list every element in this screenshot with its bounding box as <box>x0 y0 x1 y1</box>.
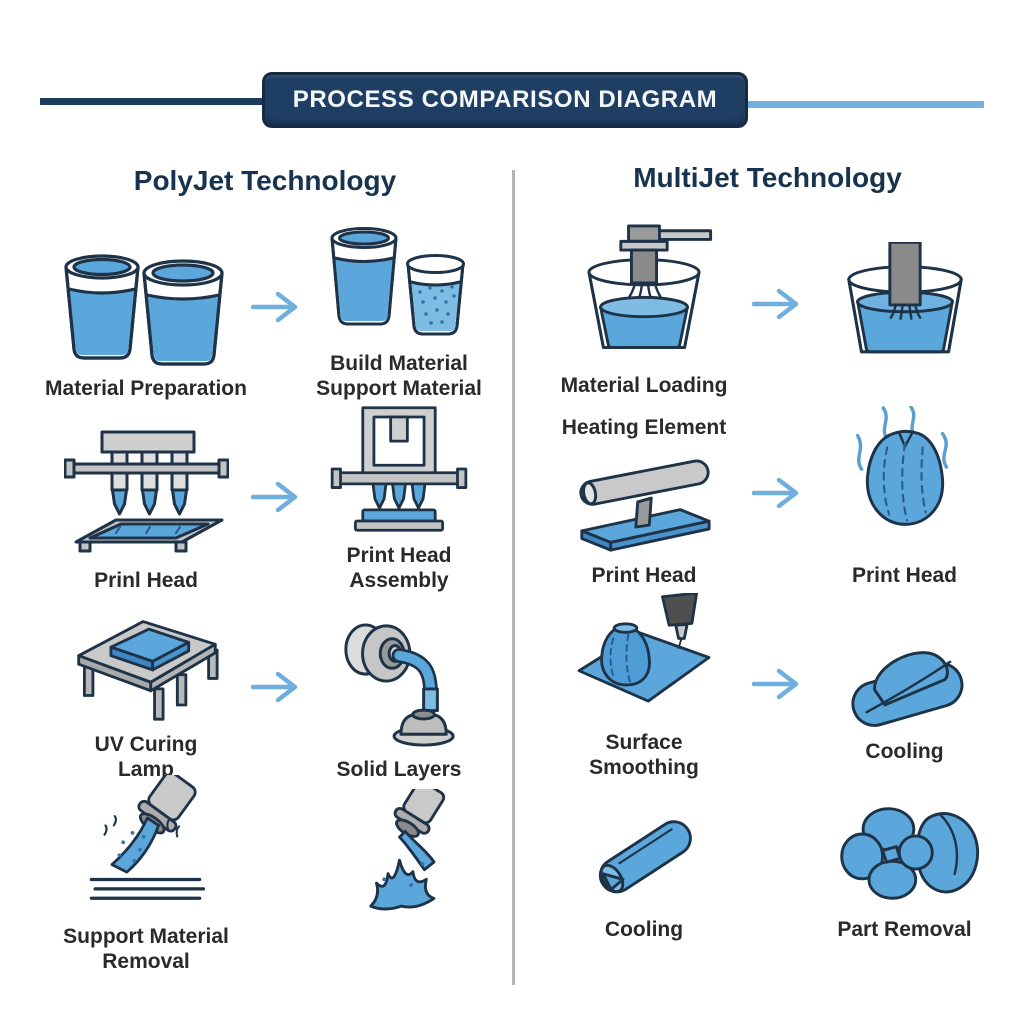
arrow-cell <box>250 403 310 595</box>
step-surface-smoothing: Surface Smoothing <box>535 590 753 782</box>
step-label: Print Head <box>591 563 697 587</box>
step-material-melting <box>809 212 1000 400</box>
step-print-head-heating: Heating Element Print Head <box>535 400 753 590</box>
cooling-cylinder-icon <box>587 806 702 908</box>
step-final-wash <box>308 775 490 976</box>
part-blob-icon <box>830 796 980 908</box>
step-material-loading: Material Loading <box>535 212 753 400</box>
heating-bar-icon <box>572 446 717 554</box>
print-head-machine-icon <box>63 427 229 559</box>
arrow-cell <box>250 215 310 403</box>
step-label: Support Material Removal <box>63 925 229 974</box>
arrow-cell <box>751 590 811 782</box>
multijet-row-3: Surface Smoothing Cooling <box>535 590 1000 782</box>
polyjet-column: PolyJet Technology <box>40 165 490 973</box>
polyjet-header: PolyJet Technology <box>133 165 397 196</box>
step-label: Material Preparation <box>45 376 247 400</box>
step-label: UV Curing Lamp <box>94 733 198 782</box>
step-label: Cooling <box>604 917 684 941</box>
arrow-cell <box>250 595 310 784</box>
polyjet-row-2: Prinl Head <box>40 403 490 595</box>
step-material-preparation: Material Preparation <box>40 215 252 403</box>
step-part-removal: Part Removal <box>809 782 1000 960</box>
step-cooling: Cooling <box>535 782 753 960</box>
spray-removal-icon <box>76 775 216 915</box>
polyjet-row-3: UV Curing Lamp <box>40 595 490 781</box>
step-print-head: Prinl Head <box>40 403 252 595</box>
dip-bar-container-icon <box>839 242 971 360</box>
step-build-support-material: Build Material Support Material <box>308 215 490 403</box>
uv-table-icon <box>69 595 224 723</box>
title-banner: PROCESS COMPARISON DIAGRAM <box>262 72 748 128</box>
step-cooling-part: Cooling <box>809 590 1000 782</box>
arrow-cell-empty <box>252 775 308 976</box>
build-support-cups-icon <box>324 224 474 342</box>
print-head-assembly-icon <box>329 404 469 534</box>
right-arrow-icon <box>751 474 811 517</box>
arrow-cell <box>751 212 811 400</box>
banner-right-line <box>748 101 984 108</box>
step-label: Print Head Assembly <box>346 543 452 592</box>
step-label: Surface Smoothing <box>589 730 699 779</box>
right-arrow-icon <box>250 478 310 521</box>
step-print-head-assembly: Print Head Assembly <box>308 403 490 595</box>
multijet-row-2: Heating Element Print Head <box>535 400 1000 590</box>
diagram-title: PROCESS COMPARISON DIAGRAM <box>292 86 718 113</box>
step-uv-curing-lamp: UV Curing Lamp <box>40 595 252 784</box>
polyjet-row-1: Material Preparation <box>40 215 490 403</box>
right-arrow-icon <box>751 285 811 328</box>
multijet-column: MultiJet Technology <box>535 162 1000 960</box>
step-label: Build Material Support Material <box>316 351 482 400</box>
step-label: Solid Layers <box>336 758 462 782</box>
banner-left-line <box>40 98 262 105</box>
heated-vase-icon <box>845 405 965 554</box>
step-solid-layers: Solid Layers <box>308 595 490 784</box>
right-arrow-icon <box>250 668 310 711</box>
step-support-material-removal: Support Material Removal <box>40 775 252 976</box>
multijet-header: MultiJet Technology <box>633 162 902 193</box>
spray-flame-icon <box>342 789 457 914</box>
curing-lamp-icon <box>339 620 459 748</box>
mixer-container-icon <box>569 224 719 364</box>
step-label: Prinl Head <box>94 568 198 592</box>
two-cups-icon <box>56 249 236 367</box>
arrow-cell <box>751 400 811 590</box>
multijet-row-4: Cooling Part Removal <box>535 782 1000 960</box>
step-print-head-heated: Print Head <box>809 400 1000 590</box>
right-arrow-icon <box>751 665 811 708</box>
arrow-cell-empty <box>753 782 809 960</box>
heating-element-label: Heating Element <box>561 415 727 439</box>
right-arrow-icon <box>250 288 310 331</box>
polyjet-row-4: Support Material Removal <box>40 775 490 973</box>
surface-smoothing-icon <box>574 592 714 721</box>
step-label: Material Loading <box>560 373 728 397</box>
step-label: Part Removal <box>837 917 972 941</box>
cooled-part-icon <box>840 632 970 730</box>
step-label: Print Head <box>851 563 958 587</box>
column-divider <box>512 170 515 985</box>
multijet-row-1: Material Loading <box>535 212 1000 400</box>
step-label: Cooling <box>865 739 944 763</box>
